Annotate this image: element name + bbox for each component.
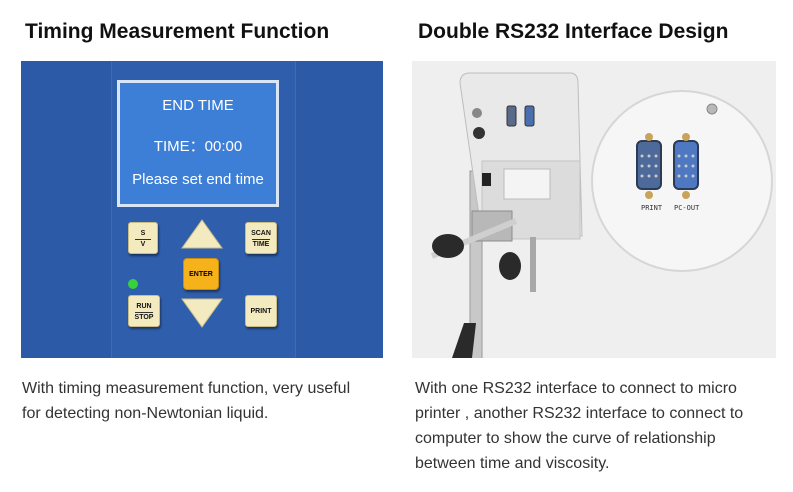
timing-desc-line-2: for detecting non-Newtonian liquid. [22, 405, 269, 422]
sv-key: S V [128, 222, 158, 254]
timing-description: With timing measurement function, very u… [22, 376, 350, 426]
sv-key-bottom: V [140, 241, 146, 248]
rs232-desc-line-2: printer , another RS232 interface to con… [415, 405, 744, 422]
scan-key-top: SCAN [251, 230, 271, 237]
scan-key-bottom: TIME [252, 241, 270, 248]
down-arrow-key-icon [181, 298, 223, 328]
lcd-screen: END TIME TIME：00:00 Please set end time [117, 80, 279, 207]
print-key: PRINT [245, 295, 277, 327]
run-key-bottom: STOP [134, 314, 154, 321]
run-key-top: RUN [136, 303, 152, 310]
status-led-icon [128, 279, 138, 289]
lcd-line-prompt: Please set end time [132, 171, 264, 188]
timing-desc-line-1: With timing measurement function, very u… [22, 380, 351, 397]
run-stop-key: RUN STOP [128, 295, 160, 327]
rs232-heading: Double RS232 Interface Design [418, 20, 729, 43]
port-label-print: PRINT [641, 204, 663, 212]
enter-key-label: ENTER [189, 271, 213, 278]
rs232-desc-line-4: between time and viscosity. [415, 455, 610, 472]
lcd-line-end-time: END TIME [162, 97, 234, 114]
lcd-line-time: TIME：00:00 [153, 138, 243, 155]
enter-key: ENTER [183, 258, 219, 290]
rs232-device-image [412, 61, 776, 358]
rs232-desc-line-1: With one RS232 interface to connect to m… [415, 380, 737, 397]
rs232-desc-line-3: computer to show the curve of relationsh… [415, 430, 716, 447]
scan-time-key: SCAN TIME [245, 222, 277, 254]
print-key-label: PRINT [250, 308, 272, 315]
port-label-pc-out: PC-OUT [674, 204, 700, 212]
viscometer-illustration [430, 72, 773, 358]
rs232-description: With one RS232 interface to connect to m… [415, 376, 743, 476]
sv-key-top: S [140, 230, 146, 237]
up-arrow-key-icon [181, 219, 223, 249]
timing-heading: Timing Measurement Function [25, 20, 330, 43]
